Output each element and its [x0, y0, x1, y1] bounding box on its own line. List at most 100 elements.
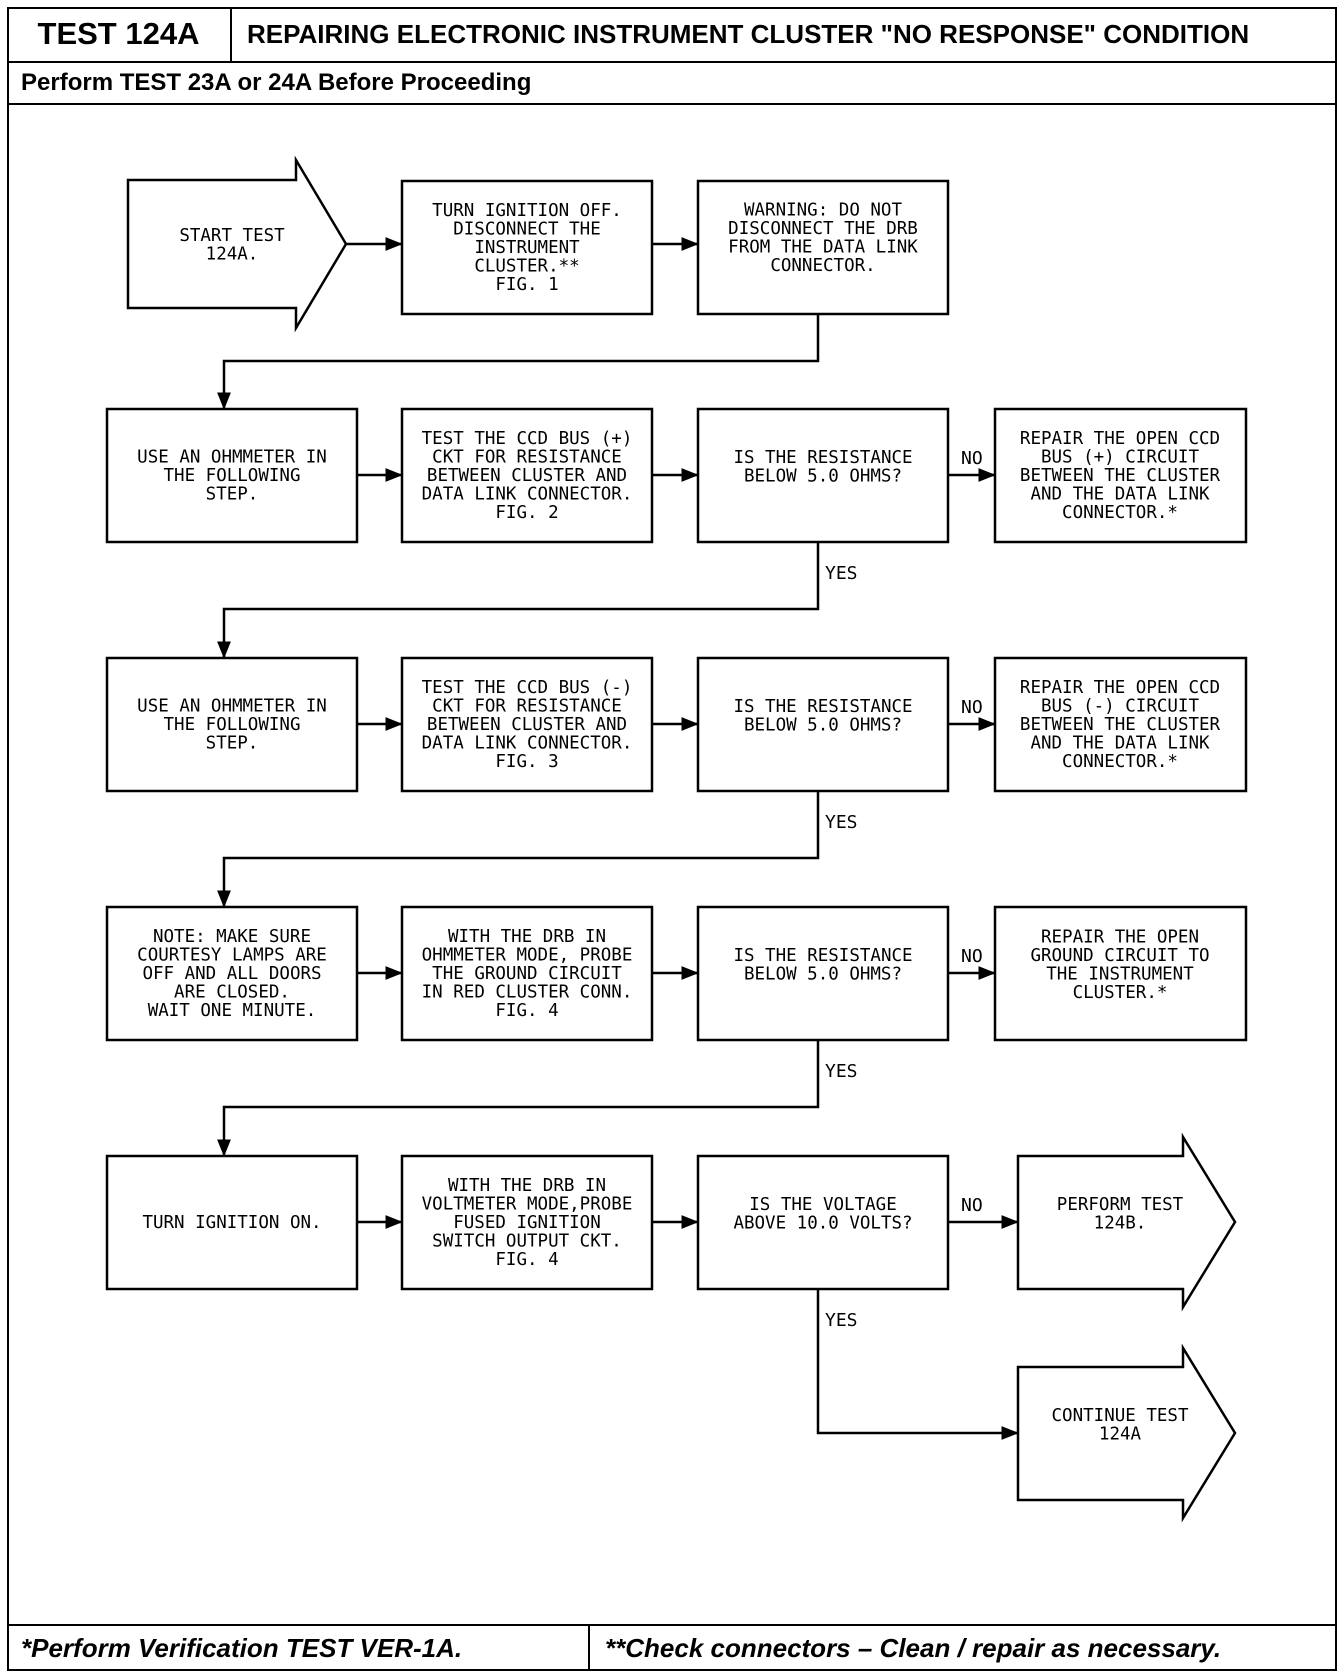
node-text-line: THE FOLLOWING — [164, 715, 301, 735]
node-text-line: REPAIR THE OPEN CCD — [1020, 429, 1220, 449]
node-text-line: BETWEEN THE CLUSTER — [1020, 715, 1221, 735]
node-text-line: AND THE DATA LINK — [1030, 485, 1210, 505]
node-text-line: VOLTMETER MODE,PROBE — [422, 1195, 633, 1215]
header-row: TEST 124A REPAIRING ELECTRONIC INSTRUMEN… — [7, 7, 1337, 63]
edge-q1-yes — [217, 542, 820, 659]
node-text-line: CONNECTOR.* — [1062, 752, 1178, 772]
node-text-line: GROUND CIRCUIT TO — [1030, 946, 1209, 966]
node-text-line: STEP. — [206, 734, 259, 754]
node-text-line: BETWEEN CLUSTER AND — [427, 715, 627, 735]
node-text-line: STEP. — [206, 485, 259, 505]
node-text-line: ABOVE 10.0 VOLTS? — [733, 1213, 912, 1233]
prerequisite-row: Perform TEST 23A or 24A Before Proceedin… — [7, 63, 1337, 105]
node-text-line: REPAIR THE OPEN — [1041, 927, 1199, 947]
footnote-connectors: **Check connectors – Clean / repair as n… — [605, 1633, 1222, 1663]
node-text-line: 124B. — [1094, 1213, 1147, 1233]
node-text-line: ARE CLOSED. — [174, 983, 290, 1003]
footnote-verification: *Perform Verification TEST VER-1A. — [7, 1626, 590, 1671]
node-text-line: USE AN OHMMETER IN — [137, 697, 327, 717]
node-text-line: BUS (+) CIRCUIT — [1041, 448, 1200, 468]
label-no-3: NO — [961, 946, 983, 967]
node-text-line: DISCONNECT THE — [453, 220, 601, 240]
node-text-line: CKT FOR RESISTANCE — [432, 448, 622, 468]
label-yes-2: YES — [825, 812, 858, 833]
label-yes-3: YES — [825, 1061, 858, 1082]
node-text-line: CLUSTER.* — [1073, 983, 1168, 1003]
node-text-line: THE INSTRUMENT — [1046, 964, 1194, 984]
node-text-line: DATA LINK CONNECTOR. — [422, 485, 633, 505]
node-text-line: CONTINUE TEST — [1052, 1406, 1189, 1426]
test-title: REPAIRING ELECTRONIC INSTRUMENT CLUSTER … — [247, 18, 1250, 49]
node-text-line: DATA LINK CONNECTOR. — [422, 734, 633, 754]
node-text-line: AND THE DATA LINK — [1030, 734, 1210, 754]
label-yes-4: YES — [825, 1310, 858, 1331]
node-text-line: TEST THE CCD BUS (-) — [422, 678, 633, 698]
page-frame — [7, 7, 1337, 1671]
node-text-line: THE GROUND CIRCUIT — [432, 964, 622, 984]
edge-q3-yes — [217, 1040, 820, 1157]
node-text-line: TURN IGNITION ON. — [142, 1213, 321, 1233]
node-text-line: 124A. — [206, 244, 259, 264]
label-no-1: NO — [961, 448, 983, 469]
node-text-line: WARNING: DO NOT — [744, 200, 903, 220]
node-text-line: TURN IGNITION OFF. — [432, 201, 622, 221]
node-text-line: INSTRUMENT — [474, 238, 580, 258]
node-text-line: CKT FOR RESISTANCE — [432, 697, 622, 717]
edge-warning-to-ohm1 — [217, 314, 820, 410]
node-text-line: BELOW 5.0 OHMS? — [744, 466, 902, 486]
node-text-line: 124A — [1099, 1424, 1142, 1444]
node-text-line: CONNECTOR. — [770, 256, 875, 276]
node-text-line: COURTESY LAMPS ARE — [137, 946, 327, 966]
node-text-line: NOTE: MAKE SURE — [153, 927, 311, 947]
edge-q4-yes — [816, 1289, 1019, 1440]
node-text-line: THE FOLLOWING — [164, 466, 301, 486]
node-text-line: IS THE VOLTAGE — [749, 1195, 897, 1215]
node-text-line: FIG. 4 — [495, 1001, 558, 1021]
node-text-line: PERFORM TEST — [1057, 1195, 1184, 1215]
edge-q2-yes — [217, 791, 820, 908]
node-text-line: FIG. 3 — [495, 752, 558, 772]
test-id: TEST 124A — [7, 7, 232, 61]
node-text-line: FIG. 2 — [495, 503, 558, 523]
node-text-line: REPAIR THE OPEN CCD — [1020, 678, 1220, 698]
node-text-line: BELOW 5.0 OHMS? — [744, 964, 902, 984]
node-ignition-on: TURN IGNITION ON. — [105, 1154, 359, 1291]
node-text-line: IS THE RESISTANCE — [733, 697, 912, 717]
node-text-line: OFF AND ALL DOORS — [142, 964, 321, 984]
node-text-line: FUSED IGNITION — [453, 1213, 601, 1233]
node-text-line: FROM THE DATA LINK — [728, 237, 918, 257]
node-text-line: WITH THE DRB IN — [448, 927, 606, 947]
node-text-line: BETWEEN THE CLUSTER — [1020, 466, 1221, 486]
footer-row: *Perform Verification TEST VER-1A. **Che… — [7, 1624, 1337, 1671]
node-text-line: CONNECTOR.* — [1062, 503, 1178, 523]
prerequisite-text: Perform TEST 23A or 24A Before Proceedin… — [21, 69, 532, 96]
